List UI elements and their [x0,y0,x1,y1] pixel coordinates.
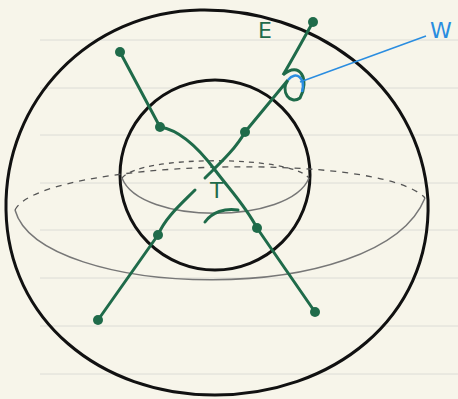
outer-equator-front [15,198,425,280]
ruled-lines [40,40,458,374]
inner-equator-front [122,178,309,213]
leader-line [300,36,426,82]
tangle-strands [98,22,315,320]
meridian-loop [288,76,303,92]
letter-label: E [258,20,272,42]
strand-endpoints [93,17,320,325]
outer-sphere [6,10,428,395]
letter-label: W [430,20,452,42]
outer-equator-back [15,167,425,210]
letter-label: T [210,180,223,202]
